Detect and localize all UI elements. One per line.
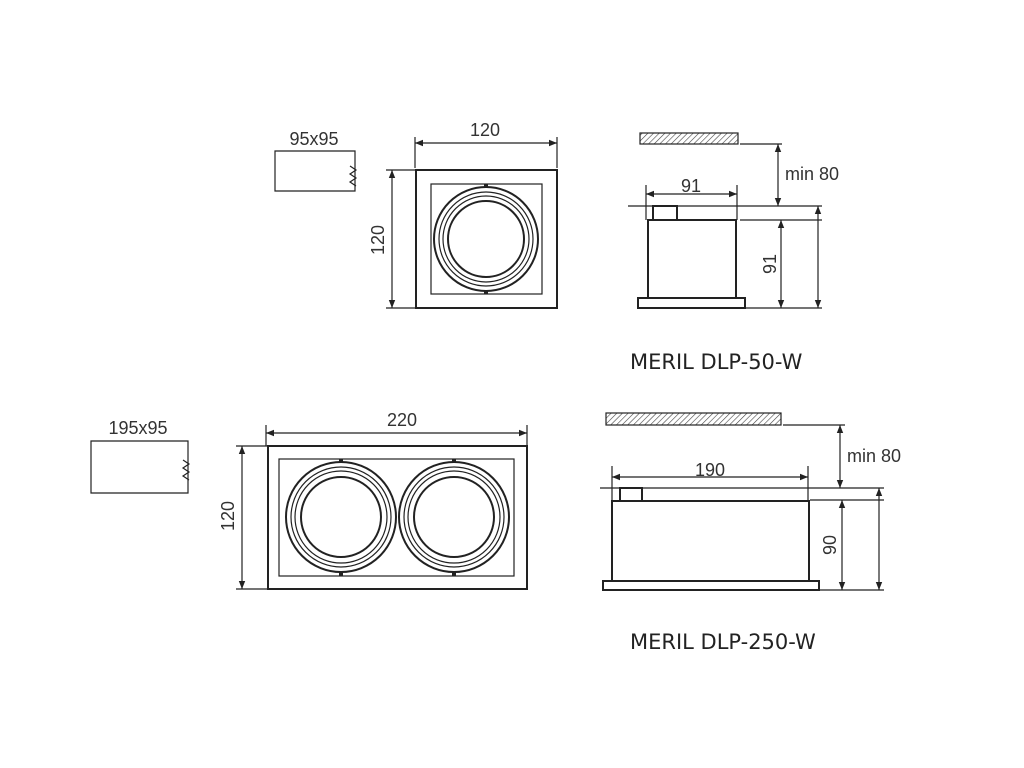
product-title-2: MERIL DLP-250-W [630, 630, 816, 654]
front-view-1: 120 120 [368, 120, 558, 309]
min-label-2: min 80 [847, 446, 901, 466]
front-width-label-2: 220 [387, 410, 417, 430]
side-width-label-1: 91 [681, 176, 701, 196]
outer-frame-2 [267, 445, 528, 590]
product-title-1: MERIL DLP-50-W [630, 350, 803, 374]
side-height-label-2: 90 [820, 535, 840, 555]
connector-box-1 [652, 205, 678, 221]
outer-frame-1 [415, 169, 558, 309]
lamp-ring-2b [398, 461, 510, 573]
front-height-label-2: 120 [218, 501, 238, 531]
lamp-ring-2a [285, 461, 397, 573]
trim-plate-2 [602, 580, 820, 591]
cutout-symbol-1: 95x95 [274, 129, 358, 192]
side-view-2: min 80 190 90 [600, 412, 901, 591]
housing-body-1 [647, 219, 737, 299]
lamp-ring-1 [433, 186, 539, 292]
trim-plate-1 [637, 297, 746, 309]
side-width-label-2: 190 [695, 460, 725, 480]
side-height-label-1: 91 [760, 254, 780, 274]
ceiling-hatch-1 [639, 132, 739, 145]
cutout-label-2: 195x95 [108, 418, 167, 438]
housing-body-2 [611, 500, 810, 582]
side-view-1: min 80 91 91 [628, 132, 839, 309]
min-label-1: min 80 [785, 164, 839, 184]
front-view-2: 220 120 [218, 410, 528, 590]
ceiling-hatch-2 [605, 412, 782, 426]
connector-box-2 [619, 487, 643, 502]
front-width-label-1: 120 [470, 120, 500, 140]
inner-frame-2 [278, 458, 515, 577]
cutout-symbol-2: 195x95 [90, 418, 191, 494]
cutout-label-1: 95x95 [289, 129, 338, 149]
front-height-label-1: 120 [368, 225, 388, 255]
